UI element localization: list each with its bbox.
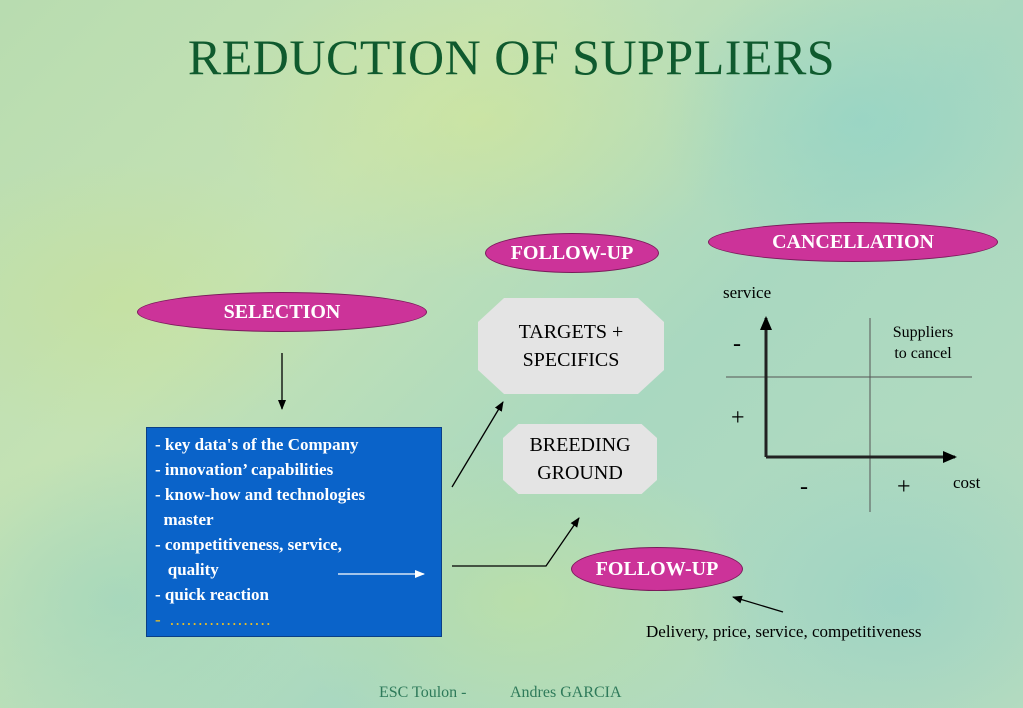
to-targets-arrow bbox=[451, 401, 504, 488]
cost-axis-label: cost bbox=[953, 473, 981, 492]
targets-line-2: SPECIFICS bbox=[522, 349, 620, 371]
follow-up-bottom-pill: FOLLOW-UP bbox=[571, 547, 743, 591]
criteria-item: master bbox=[155, 510, 214, 529]
follow-up-criteria-note: Delivery, price, service, competitivenes… bbox=[646, 622, 922, 641]
follow-up-top-pill: FOLLOW-UP bbox=[485, 233, 659, 273]
suppliers-to-cancel-note: Suppliers to cancel bbox=[880, 322, 966, 364]
selection-pill: SELECTION bbox=[137, 292, 427, 332]
cost-minus-sign: - bbox=[800, 474, 808, 500]
criteria-item: - quick reaction bbox=[155, 585, 269, 604]
suppliers-note-line-1: Suppliers bbox=[892, 324, 954, 341]
targets-line-1: TARGETS + bbox=[518, 321, 624, 343]
footer-author: Andres GARCIA bbox=[510, 684, 622, 701]
service-minus-sign: - bbox=[733, 331, 741, 357]
criteria-item: - innovation’ capabilities bbox=[155, 460, 334, 479]
criteria-item: quality bbox=[155, 560, 219, 579]
breeding-ground-box: BREEDING GROUND bbox=[503, 424, 657, 494]
footer-school: ESC Toulon - bbox=[379, 684, 467, 701]
breeding-line-2: GROUND bbox=[537, 462, 623, 484]
cost-plus-sign: + bbox=[897, 474, 911, 500]
page-title: REDUCTION OF SUPPLIERS bbox=[187, 29, 836, 85]
criteria-more: - ……………… bbox=[155, 610, 272, 629]
criteria-item: - know-how and technologies bbox=[155, 485, 366, 504]
suppliers-note-line-2: to cancel bbox=[894, 345, 952, 362]
selection-criteria-box: - key data's of the Company - innovation… bbox=[146, 427, 442, 637]
service-plus-sign: + bbox=[731, 405, 745, 431]
delivery-note-arrow bbox=[732, 595, 784, 613]
criteria-item: - competitiveness, service, bbox=[155, 535, 342, 554]
targets-box: TARGETS + SPECIFICS bbox=[478, 298, 664, 394]
cancellation-pill: CANCELLATION bbox=[708, 222, 998, 262]
to-breeding-arrow bbox=[452, 517, 580, 567]
breeding-line-1: BREEDING bbox=[529, 434, 631, 456]
criteria-item: - key data's of the Company bbox=[155, 435, 359, 454]
service-axis-label: service bbox=[723, 283, 772, 302]
